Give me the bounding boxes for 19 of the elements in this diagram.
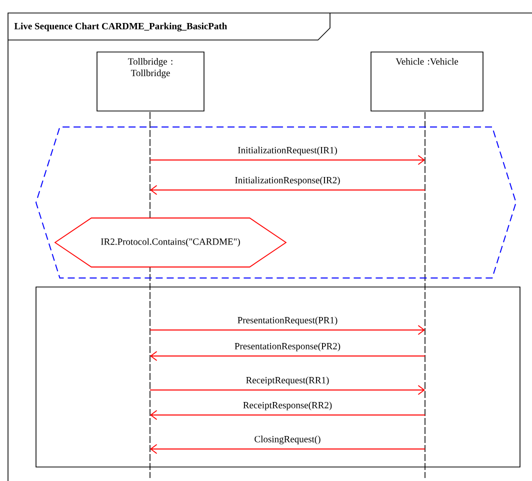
message-label: ClosingRequest() <box>254 436 320 444</box>
message-arrow <box>150 155 425 165</box>
message-arrow <box>150 325 425 335</box>
condition-hexagon: IR2.Protocol.Contains("CARDME") <box>54 218 287 268</box>
message-arrow <box>150 185 426 195</box>
message-label: InitializationRequest(IR1) <box>238 146 337 156</box>
message-label: PresentationResponse(PR2) <box>234 342 340 352</box>
dashed-hexagon <box>35 126 517 278</box>
message-label: ReceiptResponse(RR2) <box>243 402 332 410</box>
message-arrow <box>150 444 426 454</box>
message-arrow <box>150 385 425 395</box>
instance-box: Vehicle :Vehicle <box>370 52 484 112</box>
instance-box: Tollbridge : Tollbridge <box>96 52 204 112</box>
message-label: ReceiptRequest(RR1) <box>246 376 329 386</box>
message-label: PresentationRequest(PR1) <box>238 316 338 326</box>
message-label: InitializationResponse(IR2) <box>235 176 340 186</box>
message-arrow <box>150 410 426 420</box>
lifeline <box>424 110 426 478</box>
message-arrow <box>150 351 426 361</box>
